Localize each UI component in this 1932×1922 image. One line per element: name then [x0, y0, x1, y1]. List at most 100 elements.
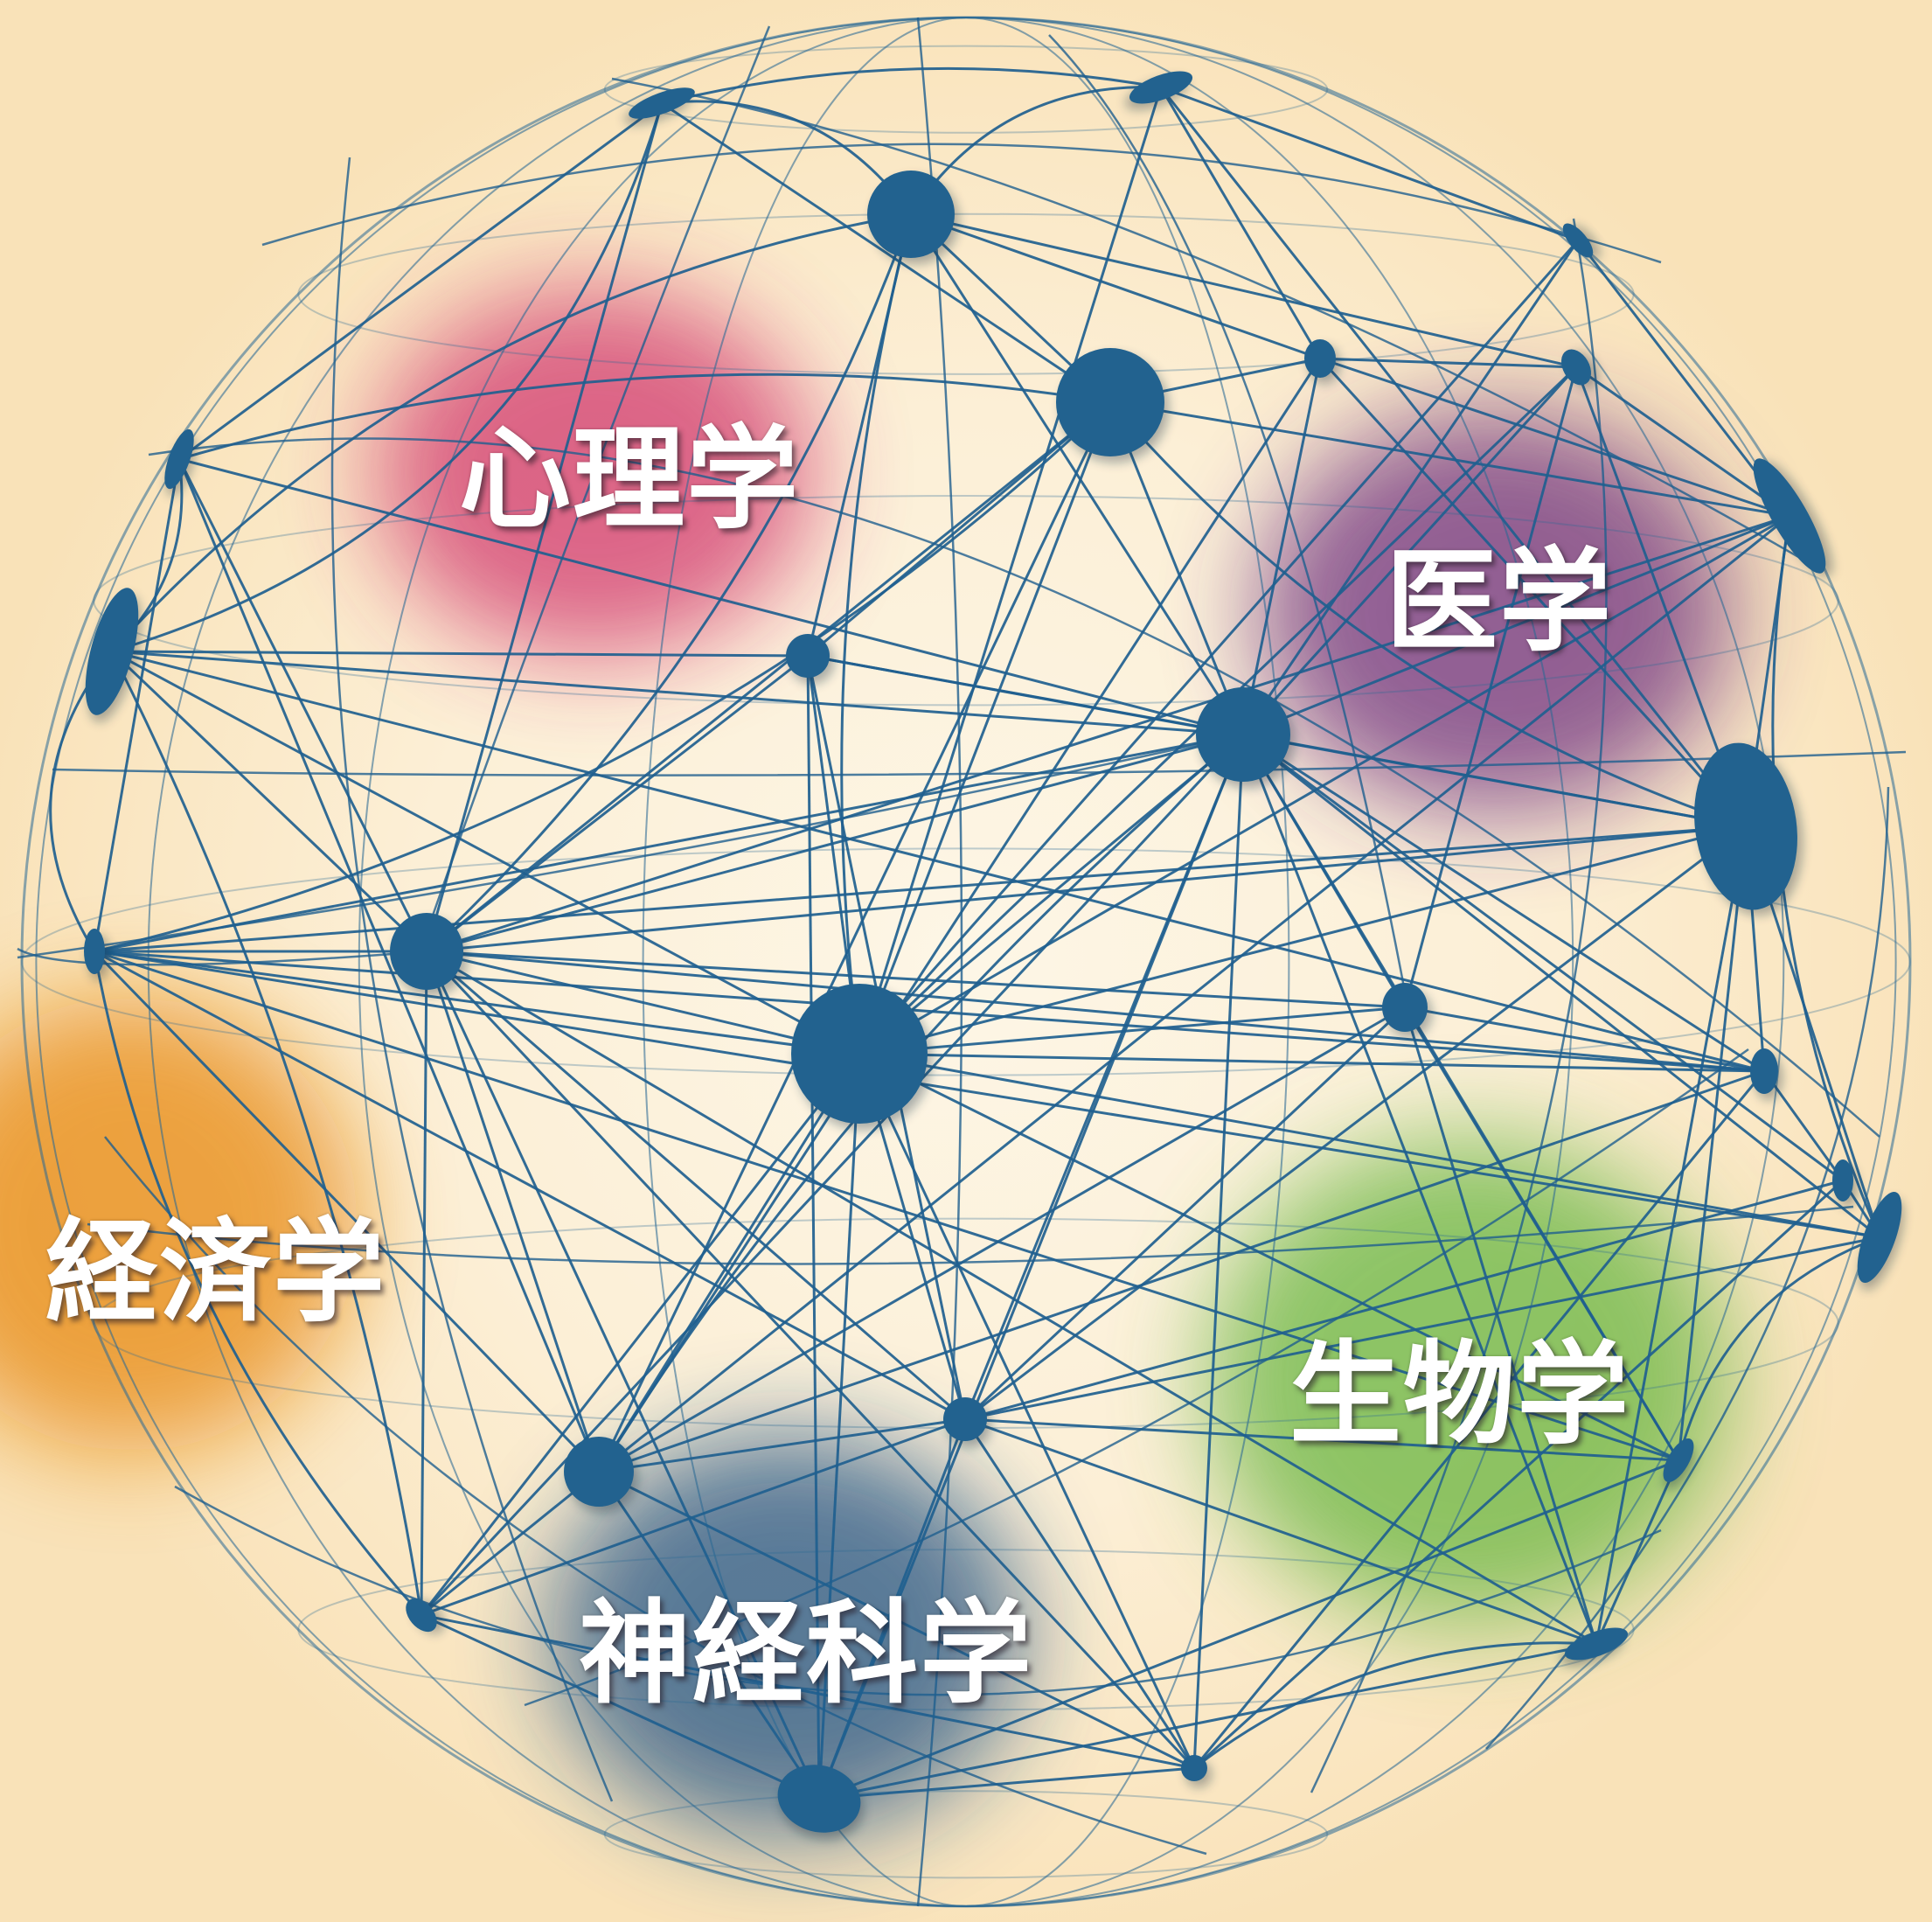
network-edge [426, 950, 1765, 1073]
glow-biology [1206, 1137, 1731, 1626]
network-edge [818, 1766, 1195, 1800]
network-edge [1159, 87, 1748, 827]
network-edge [963, 1006, 1407, 1421]
network-edge [1242, 514, 1790, 736]
meridian-arc [358, 17, 1574, 1907]
surface-arc [524, 1048, 1749, 1707]
network-edge [598, 1417, 966, 1473]
network-edge [426, 950, 966, 1421]
meridian-arc [642, 17, 1290, 1907]
network-edge [817, 1053, 861, 1800]
network-edge [1192, 1179, 1845, 1770]
network-edge [1109, 400, 1790, 518]
network-edge [425, 213, 913, 953]
network-edge [94, 825, 1747, 953]
network-node [1663, 1438, 1694, 1482]
network-edge [910, 212, 1577, 369]
network-edge [111, 650, 1765, 1073]
surface-arc [104, 1136, 1207, 1856]
network-edge [111, 650, 1244, 736]
sphere-outline [20, 16, 1912, 1908]
label-economics: 経済学 [45, 1208, 387, 1338]
network-edge [426, 514, 1790, 953]
region-glows [0, 289, 1731, 1836]
surface-arc [52, 750, 1907, 776]
surface-arc [1310, 218, 1608, 1793]
network-edge [94, 950, 1880, 1239]
network-edge [598, 514, 1790, 1473]
network-edge [1595, 825, 1748, 1645]
network-node [786, 634, 830, 678]
network-edge [963, 1418, 1196, 1769]
meridian-arc [35, 17, 1897, 1907]
network-edge [807, 400, 1111, 658]
network-edge [1575, 366, 1790, 518]
network-edge [426, 950, 860, 1055]
network-edge [426, 654, 809, 953]
label-biology: 生物学 [1289, 1330, 1631, 1460]
network-edge [110, 212, 912, 653]
surface-arc [87, 1205, 1854, 1265]
network-node [1832, 1159, 1853, 1201]
meridian-arc [358, 17, 1574, 1907]
network-edge [964, 1417, 1597, 1646]
network-edge [858, 401, 1112, 1055]
network-node [777, 1765, 861, 1833]
sphere-rim [20, 16, 1912, 1908]
network-edge [661, 66, 1162, 105]
network-edge [425, 951, 821, 1800]
network-edge [425, 950, 1196, 1770]
network-edge [1677, 1236, 1880, 1461]
network-edge [110, 651, 423, 1616]
network-edge [420, 951, 428, 1616]
network-edge [426, 825, 1747, 953]
surface-arc [17, 947, 427, 966]
surface-arc [611, 77, 1819, 570]
network-edge [420, 1053, 861, 1616]
network-node [390, 913, 463, 990]
network-edge [964, 1417, 1679, 1462]
surface-arc [330, 157, 614, 1802]
network-node [406, 1598, 437, 1633]
network-edge [858, 1052, 1679, 1462]
network-edge [111, 650, 860, 1055]
network-edge [858, 1006, 1406, 1055]
network-node [1753, 458, 1826, 574]
network-edge [1192, 1070, 1766, 1769]
network-edge [597, 358, 1322, 1473]
network-edge [1242, 733, 1880, 1239]
meridian-arc [147, 17, 1785, 1907]
network-node [943, 1397, 987, 1441]
network-node [1560, 349, 1592, 386]
network-edge [1241, 240, 1580, 735]
network-edge [49, 651, 114, 952]
network-edge [178, 457, 1244, 736]
surface-arc [148, 437, 1880, 1138]
network-edge [598, 1006, 1406, 1473]
network-edge [420, 1613, 1195, 1770]
edges [17, 17, 1907, 1907]
network-edge [177, 458, 601, 1473]
latitude-arc [297, 212, 1635, 375]
meridian-arc [642, 17, 1290, 1907]
network-edge [964, 825, 1747, 1421]
network-edge [111, 650, 809, 658]
network-edge [420, 1470, 600, 1617]
network-node [1694, 742, 1797, 910]
network-edge [1160, 86, 1579, 242]
network-edge [93, 458, 181, 952]
network-edge [817, 1418, 967, 1800]
network-edge [598, 1069, 1765, 1473]
network-edge [1192, 734, 1245, 1769]
network-edge [178, 373, 1111, 461]
network-edge [1242, 733, 1844, 1182]
network-edge [177, 458, 428, 952]
network-edge [817, 734, 1245, 1800]
network-edge [1403, 1006, 1598, 1645]
network-edge [1241, 358, 1322, 735]
nodes [84, 71, 1904, 1840]
latitude-arc [297, 1549, 1635, 1711]
network-edge [598, 1470, 1195, 1770]
surface-arc [174, 1485, 1662, 1696]
